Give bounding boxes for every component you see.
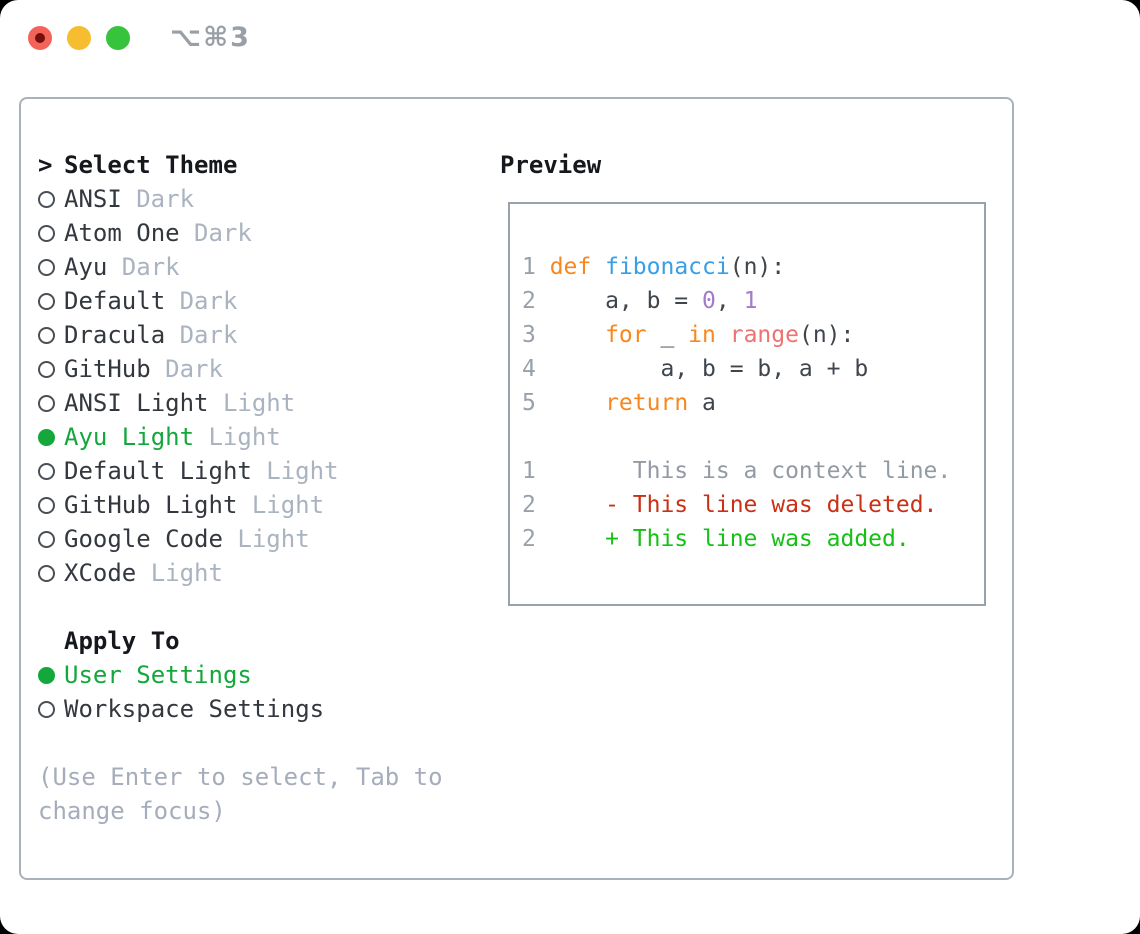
spacer-row (38, 726, 443, 760)
theme-variant: Dark (165, 355, 223, 383)
theme-option-google-code[interactable]: Google Code Light (38, 522, 443, 556)
theme-option-default-light[interactable]: Default Light Light (38, 454, 443, 488)
select-theme-title: Select Theme (64, 151, 238, 179)
code-line: 2 a, b = 0, 1 (522, 288, 758, 314)
line-number: 3 (522, 322, 536, 348)
radio-icon (38, 700, 55, 718)
theme-option-ayu-light-selected[interactable]: Ayu Light Light (38, 420, 443, 454)
radio-icon (38, 360, 55, 378)
apply-to-title: Apply To (64, 627, 180, 655)
line-number: 1 (522, 458, 536, 484)
titlebar: ⌥⌘3 (0, 0, 1140, 70)
radio-icon (38, 530, 55, 548)
theme-option-ayu-dark[interactable]: Ayu Dark (38, 250, 443, 284)
radio-icon (38, 496, 55, 514)
line-number: 2 (522, 526, 536, 552)
theme-variant: Light (150, 559, 223, 587)
theme-variant: Dark (194, 219, 252, 247)
radio-icon (38, 292, 55, 310)
theme-option-github-dark[interactable]: GitHub Dark (38, 352, 443, 386)
apply-option-workspace-settings[interactable]: Workspace Settings (38, 692, 443, 726)
radio-icon (38, 224, 55, 242)
theme-variant: Dark (121, 253, 180, 281)
theme-list-panel: > Select Theme ANSI Dark Atom One Dark A… (38, 148, 443, 828)
line-number: 2 (522, 288, 536, 314)
window-title: ⌥⌘3 (170, 22, 251, 53)
apply-option-user-settings-selected[interactable]: User Settings (38, 658, 443, 692)
line-number: 4 (522, 356, 536, 382)
theme-option-xcode[interactable]: XCode Light (38, 556, 443, 590)
diff-deleted-line: 2 - This line was deleted. (522, 492, 938, 518)
theme-option-ansi-dark[interactable]: ANSI Dark (38, 182, 443, 216)
focus-arrow-icon: > (38, 151, 53, 179)
theme-option-default-dark[interactable]: Default Dark (38, 284, 443, 318)
theme-option-dracula-dark[interactable]: Dracula Dark (38, 318, 443, 352)
theme-variant: Dark (179, 287, 238, 315)
radio-icon (38, 326, 55, 344)
diff-added-line: 2 + This line was added. (522, 526, 910, 552)
minimize-button[interactable] (67, 26, 91, 50)
code-line-blank (522, 420, 972, 454)
theme-variant: Light (208, 423, 281, 451)
theme-option-github-light[interactable]: GitHub Light Light (38, 488, 443, 522)
theme-variant: Light (266, 457, 339, 485)
diff-context-line: 1 This is a context line. (522, 458, 952, 484)
radio-selected-icon (38, 666, 55, 684)
keyboard-hint-line-1: (Use Enter to select, Tab to (38, 763, 443, 791)
theme-option-ansi-light[interactable]: ANSI Light Light (38, 386, 443, 420)
theme-variant: Light (251, 491, 325, 519)
theme-variant: Light (237, 525, 310, 553)
keyboard-hint-line-2: change focus) (38, 797, 226, 825)
radio-icon (38, 190, 55, 208)
code-line: 5 return a (522, 390, 716, 416)
code-line: 3 for _ in range(n): (522, 322, 855, 348)
preview-title: Preview (500, 151, 602, 179)
select-theme-header: > Select Theme (38, 148, 443, 182)
theme-option-atom-one-dark[interactable]: Atom One Dark (38, 216, 443, 250)
spacer-row (38, 590, 443, 624)
radio-icon (38, 462, 55, 480)
line-number: 1 (522, 254, 536, 280)
radio-icon (38, 564, 55, 582)
line-number: 2 (522, 492, 536, 518)
code-line: 4 a, b = b, a + b (522, 356, 869, 382)
line-number: 5 (522, 390, 536, 416)
zoom-button[interactable] (106, 26, 130, 50)
apply-to-header: Apply To (38, 624, 443, 658)
theme-settings-window: > Select Theme ANSI Dark Atom One Dark A… (19, 97, 1014, 880)
radio-icon (38, 394, 55, 412)
theme-variant: Dark (179, 321, 238, 349)
theme-variant: Light (222, 389, 296, 417)
theme-variant: Dark (136, 185, 195, 213)
close-button[interactable] (28, 26, 52, 50)
radio-icon (38, 258, 55, 276)
radio-selected-icon (38, 428, 55, 446)
